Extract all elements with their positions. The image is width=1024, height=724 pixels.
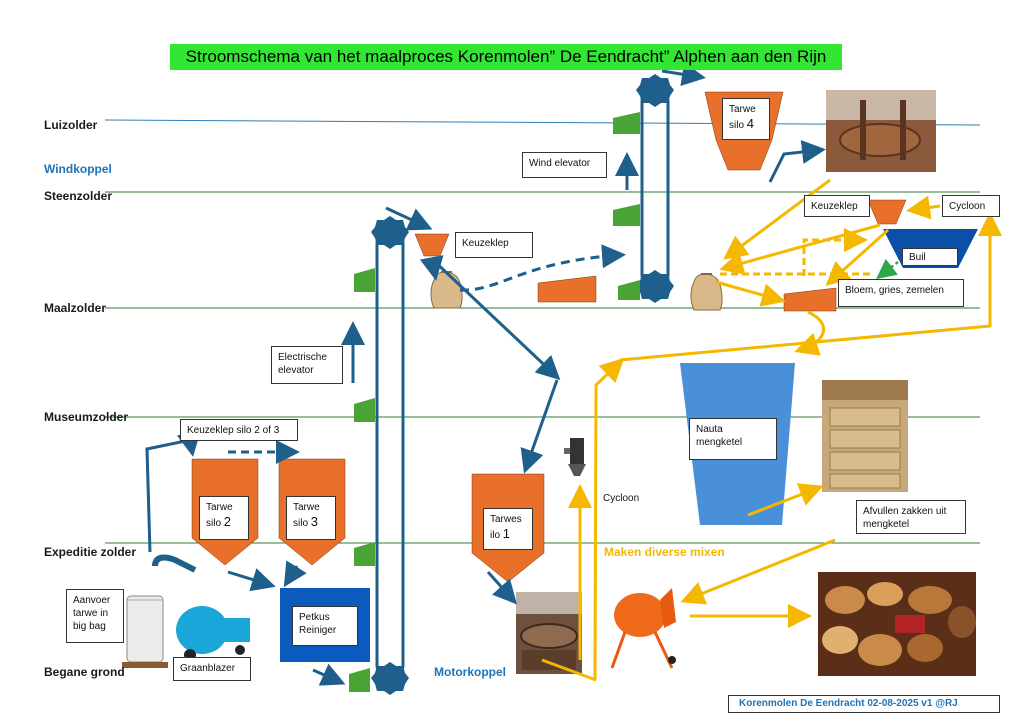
wind-elevator-top-gear-icon [636,74,674,107]
grain-sack-icon-2 [690,273,723,311]
page-title: Stroomschema van het maalproces Korenmol… [170,44,842,70]
maken-diverse-mixen-label: Maken diverse mixen [604,545,725,559]
afvullen-label: Afvullen zakken uit mengketel [856,500,966,534]
blue-flow-arrows [145,62,826,686]
electrische-elevator-label: Electrische elevator [271,346,343,384]
motor-millstone-photo [516,592,582,674]
graanblazer-machine-icon [152,554,250,661]
keuzeklep-right-label: Keuzeklep [804,195,870,217]
elevator-bottom-gear-icon [371,662,409,695]
sacks-photo [822,380,908,492]
aanvoer-big-bag-label: Aanvoer tarwe in big bag [66,589,124,643]
maalzolder-plate-left [537,275,597,303]
maalzolder-plate-right [783,287,837,312]
cycloon-device-icon [564,438,586,476]
wind-elevator-label: Wind elevator [522,152,607,178]
bread-photo [818,572,976,676]
nauta-mengketel-label: Nauta mengketel [689,418,777,460]
floor-maalzolder: Maalzolder [44,301,107,315]
cement-mixer-icon [610,588,676,669]
footer-credit: Korenmolen De Eendracht 02-08-2025 v1 @R… [728,695,1000,713]
floor-begane-grond: Begane grond [44,665,125,679]
keuzeklep-silo-label: Keuzeklep silo 2 of 3 [180,419,298,441]
keuzeklep-left-hopper [414,233,450,257]
grain-sack-icon [430,271,463,309]
buil-to-bloem-dotted-arrow [876,258,899,280]
big-bag-icon [122,595,168,668]
electric-elevator-belt [371,216,409,695]
elevator-top-gear-icon [371,216,409,249]
buil-label: Buil [902,248,958,266]
cycloon-mid-label: Cycloon [603,493,640,504]
keuzeklep-right-hopper [867,199,907,225]
motorkoppel-label: Motorkoppel [434,665,506,679]
wind-elevator-belt [636,74,674,303]
floor-steenzolder: Steenzolder [44,189,113,203]
yellow-flow-arrows [541,178,1002,682]
keuzeklep-left-label: Keuzeklep [455,232,533,258]
graanblazer-label: Graanblazer [173,657,251,681]
petkus-reiniger-label: Petkus Reiniger [292,606,358,646]
millstone-photo [826,90,936,172]
wind-elevator-bottom-gear-icon [636,270,674,303]
floor-expeditie-zolder: Expeditie zolder [44,545,137,559]
windkoppel-label: Windkoppel [44,162,112,176]
cycloon-top-label: Cycloon [942,195,1000,217]
elevator-buckets [349,112,640,692]
floor-museumzolder: Museumzolder [44,410,129,424]
bloem-gries-zemelen-label: Bloem, gries, zemelen [838,279,964,307]
floor-luizolder: Luizolder [44,118,98,132]
